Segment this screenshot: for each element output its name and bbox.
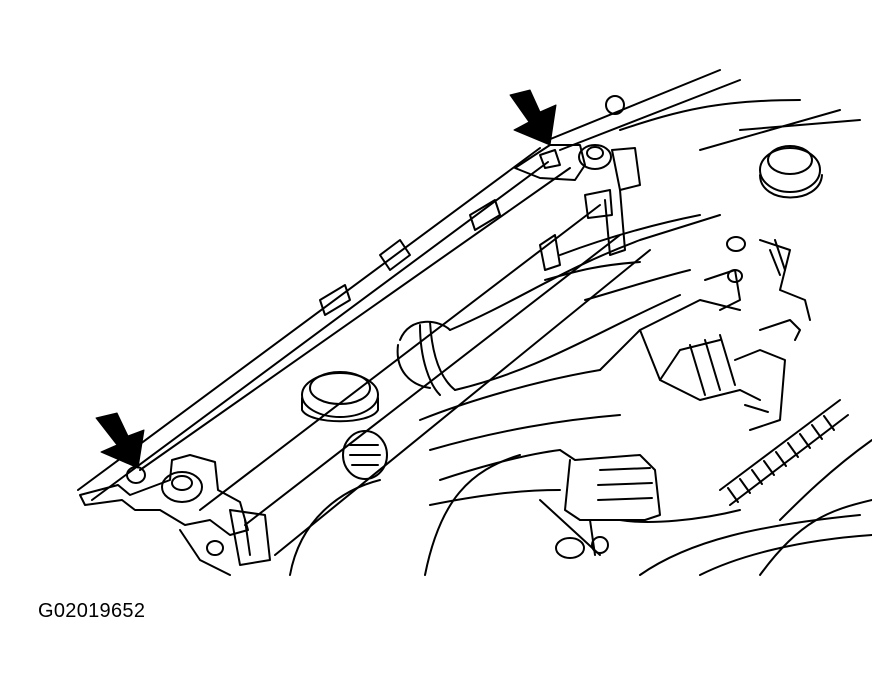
engine-bay-illustration	[77, 69, 872, 576]
hood-panel-lines	[547, 69, 861, 151]
wiring-harness	[719, 399, 872, 576]
engine-block	[419, 236, 811, 559]
radiator-mounting-bracket-left	[79, 454, 271, 576]
callout-arrows	[95, 89, 557, 469]
arrow-lower	[95, 412, 145, 469]
reservoir-cap	[605, 95, 823, 199]
air-intake-hose	[396, 214, 721, 396]
figure-id-label: G02019652	[38, 600, 146, 622]
radiator-support	[77, 147, 651, 556]
arrow-upper	[509, 89, 557, 146]
fan-shroud	[289, 454, 872, 576]
radiator-mounting-bracket-right	[514, 144, 641, 256]
radiator-cap	[301, 371, 388, 480]
